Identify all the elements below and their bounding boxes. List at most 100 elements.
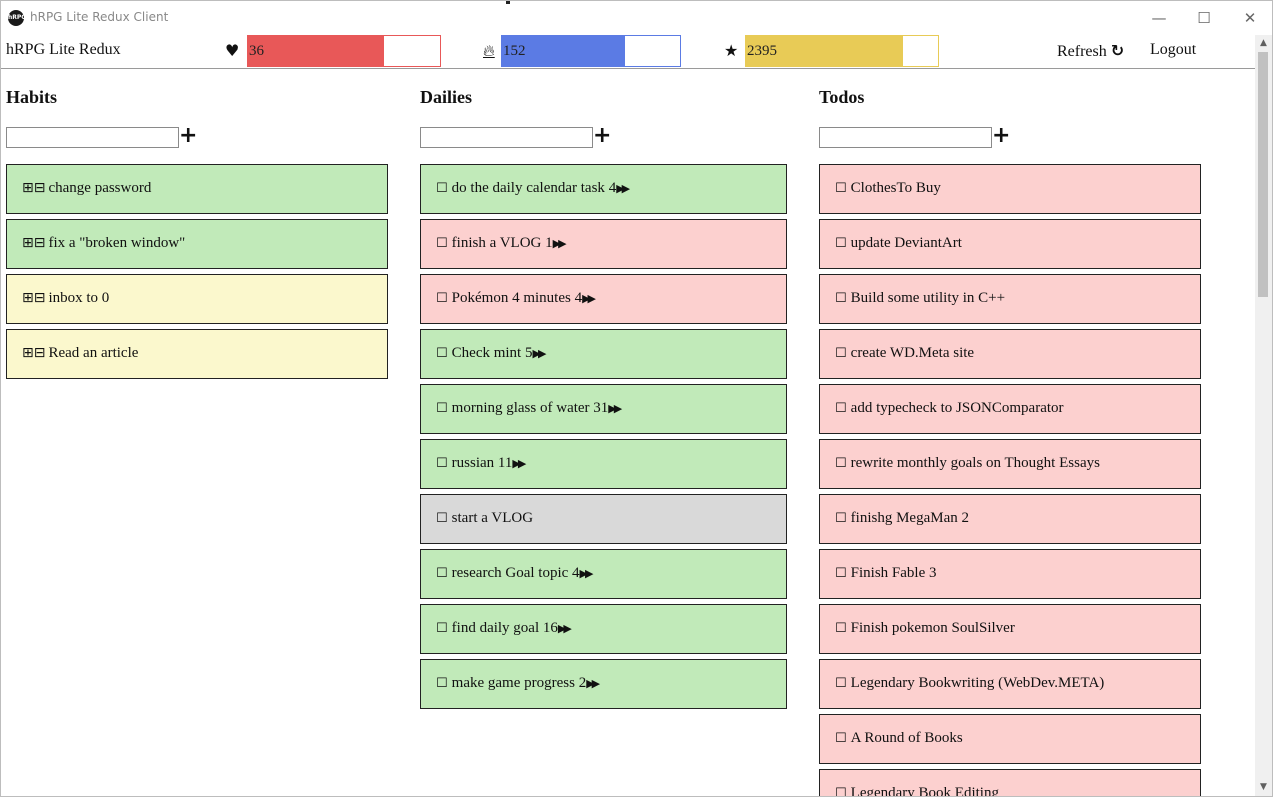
minimize-button[interactable]: —	[1151, 9, 1167, 27]
todo-label: update DeviantArt	[850, 235, 962, 251]
fast-forward-icon: ▶▶	[616, 182, 630, 195]
scroll-down-icon[interactable]: ▼	[1260, 782, 1267, 792]
checkbox-icon[interactable]: ☐	[835, 731, 847, 746]
checkbox-icon[interactable]: ☐	[835, 236, 847, 251]
experience-value: 2395	[747, 43, 777, 59]
todo-label: Finish pokemon SoulSilver	[850, 620, 1015, 636]
todo-label: Finish Fable 3	[850, 565, 937, 581]
todo-item-content: ☐rewrite monthly goals on Thought Essays	[835, 455, 1100, 472]
daily-item[interactable]: ☐start a VLOG	[420, 494, 787, 544]
fast-forward-icon: ▶▶	[557, 622, 572, 635]
checkbox-icon[interactable]: ☐	[835, 676, 847, 691]
daily-item[interactable]: ☐Check mint 5▶▶	[420, 329, 787, 379]
close-button[interactable]: ✕	[1243, 9, 1257, 27]
checkbox-icon[interactable]: ☐	[436, 236, 448, 251]
todo-item-content: ☐A Round of Books	[835, 730, 963, 747]
habit-item[interactable]: ⊞⊟fix a "broken window"	[6, 219, 388, 269]
todo-item[interactable]: ☐Finish pokemon SoulSilver	[819, 604, 1201, 654]
checkbox-icon[interactable]: ☐	[835, 181, 847, 196]
daily-item-content: ☐do the daily calendar task 4▶▶	[436, 180, 630, 197]
checkbox-icon[interactable]: ☐	[835, 786, 847, 797]
star-icon: ★	[724, 41, 739, 60]
todo-label: add typecheck to JSONComparator	[850, 400, 1064, 416]
checkbox-icon[interactable]: ☐	[835, 511, 847, 526]
daily-item-content: ☐start a VLOG	[436, 510, 533, 527]
daily-streak: 11	[497, 455, 513, 471]
plus-minus-icon[interactable]: ⊞⊟	[22, 235, 46, 251]
daily-item-content: ☐morning glass of water 31▶▶	[436, 400, 622, 417]
todo-item[interactable]: ☐ClothesTo Buy	[819, 164, 1201, 214]
checkbox-icon[interactable]: ☐	[436, 566, 448, 581]
daily-item-content: ☐Pokémon 4 minutes 4▶▶	[436, 290, 596, 307]
window-title: hRPG Lite Redux Client	[30, 10, 169, 24]
todo-item-content: ☐add typecheck to JSONComparator	[835, 400, 1064, 417]
habit-input[interactable]	[6, 127, 179, 148]
title-bar[interactable]: hRPG hRPG Lite Redux Client — ☐ ✕	[1, 1, 1272, 35]
daily-item[interactable]: ☐do the daily calendar task 4▶▶	[420, 164, 787, 214]
checkbox-icon[interactable]: ☐	[835, 456, 847, 471]
todo-item[interactable]: ☐Legendary Book Editing	[819, 769, 1201, 797]
add-todo-icon[interactable]: +	[992, 123, 1011, 148]
habit-item[interactable]: ⊞⊟Read an article	[6, 329, 388, 379]
mana-bar-fill	[502, 36, 625, 66]
brand-title: hRPG Lite Redux	[6, 41, 121, 58]
heart-icon: ♥	[225, 41, 240, 60]
checkbox-icon[interactable]: ☐	[835, 401, 847, 416]
daily-item[interactable]: ☐Pokémon 4 minutes 4▶▶	[420, 274, 787, 324]
todo-item[interactable]: ☐Finish Fable 3	[819, 549, 1201, 599]
daily-label: Check mint	[451, 345, 522, 361]
todo-item[interactable]: ☐Legendary Bookwriting (WebDev.META)	[819, 659, 1201, 709]
daily-item[interactable]: ☐make game progress 2▶▶	[420, 659, 787, 709]
add-daily-icon[interactable]: +	[593, 123, 612, 148]
checkbox-icon[interactable]: ☐	[436, 181, 448, 196]
plus-minus-icon[interactable]: ⊞⊟	[22, 345, 46, 361]
checkbox-icon[interactable]: ☐	[835, 346, 847, 361]
todo-item-content: ☐Finish Fable 3	[835, 565, 937, 582]
habit-label: inbox to 0	[48, 290, 110, 306]
daily-item[interactable]: ☐research Goal topic 4▶▶	[420, 549, 787, 599]
checkbox-icon[interactable]: ☐	[436, 456, 448, 471]
checkbox-icon[interactable]: ☐	[835, 621, 847, 636]
todo-item[interactable]: ☐rewrite monthly goals on Thought Essays	[819, 439, 1201, 489]
daily-input[interactable]	[420, 127, 593, 148]
dailies-title: Dailies	[420, 87, 472, 107]
maximize-button[interactable]: ☐	[1197, 9, 1211, 27]
plus-minus-icon[interactable]: ⊞⊟	[22, 180, 46, 196]
scrollbar-thumb[interactable]	[1258, 52, 1268, 297]
checkbox-icon[interactable]: ☐	[436, 676, 448, 691]
checkbox-icon[interactable]: ☐	[436, 511, 448, 526]
habit-item[interactable]: ⊞⊟change password	[6, 164, 388, 214]
daily-item[interactable]: ☐find daily goal 16▶▶	[420, 604, 787, 654]
plus-minus-icon[interactable]: ⊞⊟	[22, 290, 46, 306]
refresh-button[interactable]: Refresh ↻	[1057, 41, 1124, 61]
checkbox-icon[interactable]: ☐	[835, 566, 847, 581]
todo-item[interactable]: ☐create WD.Meta site	[819, 329, 1201, 379]
todo-item[interactable]: ☐Build some utility in C++	[819, 274, 1201, 324]
fast-forward-icon: ▶▶	[586, 677, 600, 690]
daily-item-content: ☐find daily goal 16▶▶	[436, 620, 572, 637]
todo-item[interactable]: ☐add typecheck to JSONComparator	[819, 384, 1201, 434]
fast-forward-icon: ▶▶	[579, 567, 594, 580]
daily-item-content: ☐russian 11▶▶	[436, 455, 526, 472]
checkbox-icon[interactable]: ☐	[436, 291, 448, 306]
todo-item[interactable]: ☐A Round of Books	[819, 714, 1201, 764]
checkbox-icon[interactable]: ☐	[835, 291, 847, 306]
vertical-scrollbar[interactable]: ▲ ▼	[1255, 35, 1272, 796]
scroll-up-icon[interactable]: ▲	[1260, 38, 1267, 48]
todo-item[interactable]: ☐update DeviantArt	[819, 219, 1201, 269]
todo-item[interactable]: ☐finishg MegaMan 2	[819, 494, 1201, 544]
app-icon: hRPG	[8, 10, 26, 26]
checkbox-icon[interactable]: ☐	[436, 621, 448, 636]
add-habit-icon[interactable]: +	[179, 123, 198, 148]
mana-value: 152	[503, 43, 526, 59]
checkbox-icon[interactable]: ☐	[436, 401, 448, 416]
checkbox-icon[interactable]: ☐	[436, 346, 448, 361]
habit-item[interactable]: ⊞⊟inbox to 0	[6, 274, 388, 324]
daily-item[interactable]: ☐morning glass of water 31▶▶	[420, 384, 787, 434]
logout-button[interactable]: Logout	[1150, 41, 1197, 58]
daily-item[interactable]: ☐russian 11▶▶	[420, 439, 787, 489]
todo-input[interactable]	[819, 127, 992, 148]
daily-label: do the daily calendar task	[451, 180, 605, 196]
refresh-label: Refresh	[1057, 43, 1107, 60]
daily-item[interactable]: ☐finish a VLOG 1▶▶	[420, 219, 787, 269]
